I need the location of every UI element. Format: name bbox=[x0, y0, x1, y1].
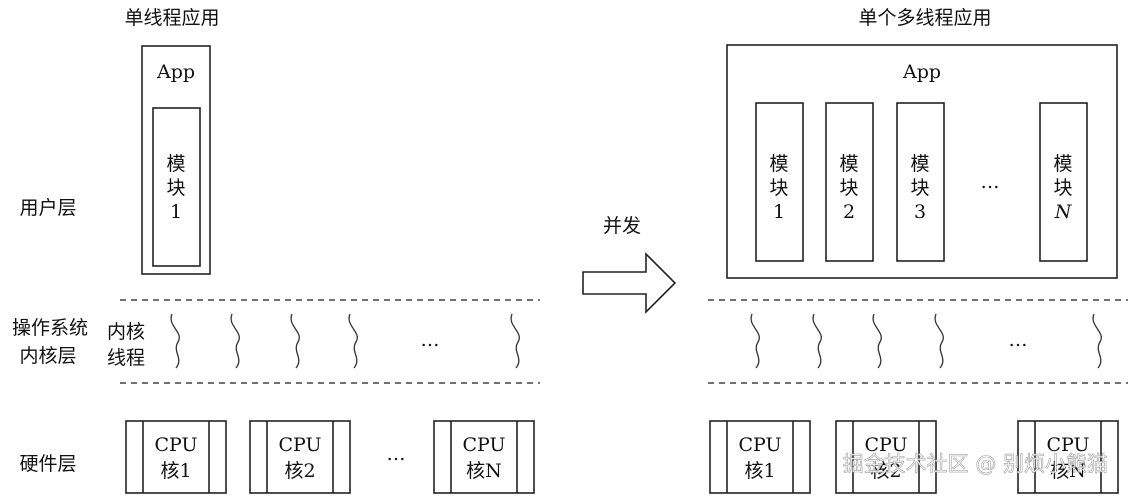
cpu-left-ellipsis: … bbox=[387, 443, 406, 465]
right-module-2: 模 块 2 bbox=[825, 102, 874, 262]
left-app-label: App bbox=[156, 61, 195, 83]
cpu-left-n-line2: 核N bbox=[466, 460, 502, 482]
cpu-left-n-line1: CPU bbox=[462, 434, 505, 456]
right-module-ellipsis: … bbox=[981, 171, 1000, 193]
kernel-threads-label-line2: 线程 bbox=[107, 347, 145, 369]
kernel-thread-right-2 bbox=[812, 313, 822, 369]
cpu-right-1-line2: 核1 bbox=[744, 460, 775, 482]
right-module-1-char-3: 1 bbox=[773, 201, 785, 223]
right-module-2-char-2: 块 bbox=[839, 177, 858, 199]
cpu-left-1-line1: CPU bbox=[154, 434, 197, 456]
kernel-thread-left-2 bbox=[230, 313, 240, 369]
kernel-thread-right-4 bbox=[934, 313, 944, 369]
kernel-thread-left-ellipsis: … bbox=[421, 329, 440, 351]
cpu-left-2-line1: CPU bbox=[278, 434, 321, 456]
cpu-left-1: CPU 核1 bbox=[125, 420, 227, 494]
right-app-box bbox=[726, 44, 1118, 279]
right-module-2-char-3: 2 bbox=[843, 201, 855, 223]
right-module-3-box bbox=[896, 102, 945, 262]
user-layer-label: 用户层 bbox=[19, 197, 76, 219]
right-module-1-char-2: 块 bbox=[769, 177, 788, 199]
watermark: 掘金技术社区 @ 别烦小熊猫 bbox=[843, 452, 1108, 476]
right-app-label: App bbox=[902, 61, 941, 83]
left-title: 单线程应用 bbox=[124, 7, 219, 29]
cpu-left-n-box bbox=[433, 420, 535, 494]
arrow-label: 并发 bbox=[603, 215, 641, 237]
cpu-right-n-line1: CPU bbox=[1046, 434, 1089, 456]
cpu-right-1-box bbox=[709, 420, 811, 494]
left-module-char-3: 1 bbox=[170, 201, 182, 223]
kernel-thread-left-n bbox=[510, 313, 520, 369]
cpu-left-1-line2: 核1 bbox=[160, 460, 191, 482]
left-app-box bbox=[141, 45, 211, 275]
right-module-2-box bbox=[825, 102, 874, 262]
cpu-right-1: CPU 核1 bbox=[709, 420, 811, 494]
right-module-n-char-3: N bbox=[1054, 201, 1073, 223]
right-module-1-box bbox=[755, 102, 804, 262]
left-module-box bbox=[152, 107, 201, 267]
cpu-left-2: CPU 核2 bbox=[249, 420, 351, 494]
right-module-2-char-1: 模 bbox=[839, 153, 858, 175]
kernel-thread-right-ellipsis: … bbox=[1009, 329, 1028, 351]
kernel-thread-left-1 bbox=[170, 313, 180, 369]
right-module-n: 模 块 N bbox=[1039, 102, 1088, 262]
right-module-n-box bbox=[1039, 102, 1088, 262]
right-module-3-char-1: 模 bbox=[910, 153, 929, 175]
right-module-n-char-1: 模 bbox=[1053, 153, 1072, 175]
left-module-char-2: 块 bbox=[166, 177, 185, 199]
cpu-left-n: CPU 核N bbox=[433, 420, 535, 494]
cpu-right-n-line2: 核N bbox=[1050, 460, 1086, 482]
cpu-left-2-line2: 核2 bbox=[284, 460, 315, 482]
os-layer-label-line1: 操作系统 bbox=[12, 317, 88, 339]
kernel-thread-left-3 bbox=[290, 313, 300, 369]
kernel-thread-right-1 bbox=[750, 313, 760, 369]
cpu-right-2-box bbox=[835, 420, 937, 494]
cpu-right-1-line1: CPU bbox=[738, 434, 781, 456]
cpu-right-2-line2: 核2 bbox=[870, 460, 901, 482]
cpu-right-2: CPU 核2 bbox=[835, 420, 937, 494]
os-layer-label-line2: 内核层 bbox=[19, 345, 76, 367]
left-module-char-1: 模 bbox=[166, 153, 185, 175]
kernel-thread-left-4 bbox=[348, 313, 358, 369]
kernel-threads-label-line1: 内核 bbox=[107, 321, 145, 343]
right-module-1-char-1: 模 bbox=[769, 153, 788, 175]
cpu-right-2-line1: CPU bbox=[864, 434, 907, 456]
right-module-3-char-3: 3 bbox=[914, 201, 926, 223]
cpu-right-n-box bbox=[1017, 420, 1119, 494]
concurrency-arrow bbox=[582, 252, 677, 314]
kernel-thread-right-n bbox=[1092, 313, 1102, 369]
hardware-layer-label: 硬件层 bbox=[19, 453, 76, 475]
right-module-3-char-2: 块 bbox=[910, 177, 929, 199]
cpu-left-2-box bbox=[249, 420, 351, 494]
cpu-right-n: CPU 核N bbox=[1017, 420, 1119, 494]
right-title: 单个多线程应用 bbox=[858, 7, 991, 29]
kernel-thread-right-3 bbox=[872, 313, 882, 369]
right-module-1: 模 块 1 bbox=[755, 102, 804, 262]
right-module-n-char-2: 块 bbox=[1053, 177, 1072, 199]
cpu-left-1-box bbox=[125, 420, 227, 494]
right-module-3: 模 块 3 bbox=[896, 102, 945, 262]
